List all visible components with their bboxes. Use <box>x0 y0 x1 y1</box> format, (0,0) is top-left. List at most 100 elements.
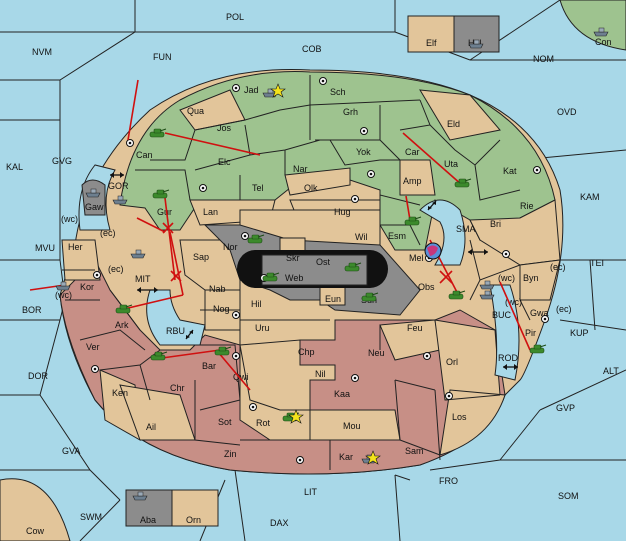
label-rot: Rot <box>256 418 271 428</box>
label-hil: Hil <box>251 299 262 309</box>
supply-center-icon[interactable] <box>232 311 240 319</box>
tank-icon[interactable] <box>344 262 362 272</box>
label-nab: Nab <box>209 284 226 294</box>
label-bor: BOR <box>22 305 42 315</box>
label-lan: Lan <box>203 207 218 217</box>
label-kor: Kor <box>80 282 94 292</box>
tank-icon[interactable] <box>115 304 133 314</box>
label-rod: ROD <box>498 353 519 363</box>
label-los: Los <box>452 412 467 422</box>
tank-icon[interactable] <box>454 178 472 188</box>
supply-center-icon[interactable] <box>232 84 240 92</box>
supply-center-icon[interactable] <box>533 166 541 174</box>
label-chr: Chr <box>170 383 185 393</box>
fleet-icon[interactable] <box>468 39 484 49</box>
label-buc: BUC <box>492 310 512 320</box>
tank-icon[interactable] <box>150 351 168 361</box>
globe-icon[interactable] <box>424 242 442 260</box>
supply-center-icon[interactable] <box>319 77 327 85</box>
label-dor: DOR <box>28 371 49 381</box>
region-byn <box>519 259 561 301</box>
supply-center-icon[interactable] <box>91 365 99 373</box>
label-nar: Nar <box>293 164 308 174</box>
label-kal: KAL <box>6 162 23 172</box>
label-gvp: GVP <box>556 403 575 413</box>
label-rbu: RBU <box>166 326 185 336</box>
double-arrow-icon <box>110 172 124 178</box>
region-labels: POL NVM FUN COB NOM OVD KAL GVG KAM TEI … <box>6 12 619 536</box>
tank-icon[interactable] <box>214 346 232 356</box>
label-sap: Sap <box>193 252 209 262</box>
supply-center-icon[interactable] <box>445 392 453 400</box>
supply-center-icon[interactable] <box>199 184 207 192</box>
label-mel: Mel <box>409 253 424 263</box>
label-dax: DAX <box>270 518 289 528</box>
supply-center-icon[interactable] <box>423 352 431 360</box>
label-coast-ec-kor: (ec) <box>108 264 124 274</box>
supply-center-icon[interactable] <box>351 195 359 203</box>
fleet-icon[interactable] <box>132 491 148 501</box>
label-coast-wc-her: (wc) <box>61 214 78 224</box>
tank-icon[interactable] <box>149 128 167 138</box>
label-nor: Nor <box>223 242 238 252</box>
label-gaw: Gaw <box>85 202 104 212</box>
tank-icon[interactable] <box>152 189 170 199</box>
tank-icon[interactable] <box>247 234 265 244</box>
label-coast-ec-byn: (ec) <box>550 262 566 272</box>
tank-icon[interactable] <box>529 344 547 354</box>
label-nvm: NVM <box>32 47 52 57</box>
label-coast-ec-her: (ec) <box>100 228 116 238</box>
supply-center-icon[interactable] <box>93 271 101 279</box>
tank-icon[interactable] <box>448 290 466 300</box>
label-fro: FRO <box>439 476 458 486</box>
supply-center-icon[interactable] <box>367 170 375 178</box>
region-los <box>439 389 506 456</box>
label-esm: Esm <box>388 231 406 241</box>
tank-icon[interactable] <box>262 272 280 282</box>
fleet-icon[interactable] <box>55 281 71 291</box>
supply-center-icon[interactable] <box>541 315 549 323</box>
label-mit: MIT <box>135 274 151 284</box>
supply-center-icon[interactable] <box>241 232 249 240</box>
label-pir: Pir <box>525 328 536 338</box>
supply-centers <box>91 77 549 464</box>
fleet-icon[interactable] <box>479 280 495 290</box>
label-mvu: MVU <box>35 243 55 253</box>
label-kar: Kar <box>339 452 353 462</box>
label-jad: Jad <box>244 85 259 95</box>
label-nom: NOM <box>533 54 554 64</box>
label-ken: Ken <box>112 388 128 398</box>
supply-center-icon[interactable] <box>126 139 134 147</box>
label-orn: Orn <box>186 515 201 525</box>
label-aba: Aba <box>140 515 156 525</box>
tank-icon[interactable] <box>361 292 379 302</box>
supply-center-icon[interactable] <box>360 127 368 135</box>
label-ovd: OVD <box>557 107 577 117</box>
supply-center-icon[interactable] <box>351 374 359 382</box>
supply-center-icon[interactable] <box>249 403 257 411</box>
fleet-icon[interactable] <box>112 195 128 205</box>
label-gva: GVA <box>62 446 80 456</box>
label-eld: Eld <box>447 119 460 129</box>
label-neu: Neu <box>368 348 385 358</box>
label-bar: Bar <box>202 361 216 371</box>
label-swm: SWM <box>80 512 102 522</box>
fleet-icon[interactable] <box>85 188 101 198</box>
label-kaa: Kaa <box>334 389 350 399</box>
fleet-icon[interactable] <box>130 249 146 259</box>
sea-sma <box>419 199 466 266</box>
label-sam: Sam <box>405 446 424 456</box>
supply-center-icon[interactable] <box>232 352 240 360</box>
label-uru: Uru <box>255 323 270 333</box>
label-pol: POL <box>226 12 244 22</box>
supply-center-icon[interactable] <box>502 250 510 258</box>
label-grh: Grh <box>343 107 358 117</box>
label-hug: Hug <box>334 207 351 217</box>
tank-icon[interactable] <box>404 216 422 226</box>
fleet-icon[interactable] <box>479 290 495 300</box>
supply-center-icon[interactable] <box>296 456 304 464</box>
fleet-icon[interactable] <box>593 27 609 37</box>
